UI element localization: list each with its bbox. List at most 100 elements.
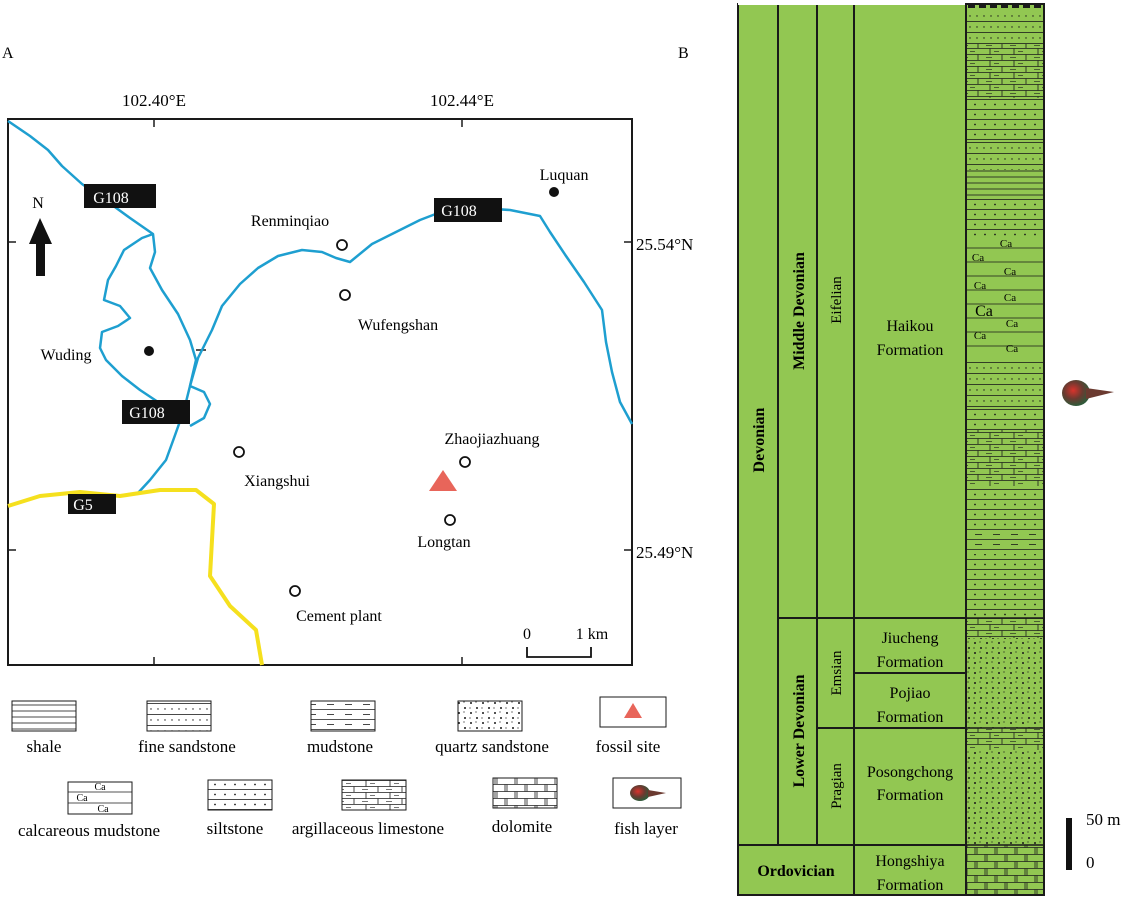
svg-text:siltstone: siltstone: [207, 819, 264, 838]
stratigraphic-table: [737, 3, 967, 896]
road-g5-line: [7, 488, 264, 666]
svg-text:Ca: Ca: [97, 804, 109, 815]
road-label-g108-north: G108: [84, 184, 156, 208]
site-marker-cement-plant: [289, 585, 301, 597]
svg-text:shale: shale: [27, 737, 62, 756]
column-scalebar: 50 m 0: [1066, 810, 1120, 872]
svg-text:Formation: Formation: [877, 342, 944, 359]
svg-text:50 m: 50 m: [1086, 810, 1120, 829]
road-label-g108-east: G108: [434, 198, 502, 222]
svg-text:Ca: Ca: [974, 330, 986, 342]
svg-text:argillaceous limestone: argillaceous limestone: [292, 819, 444, 838]
panel-label-b: B: [678, 45, 689, 62]
svg-text:Ca: Ca: [974, 280, 986, 292]
legend-mudstone: mudstone: [307, 700, 376, 756]
place-label-luquan: Luquan: [540, 167, 589, 184]
legend-siltstone: siltstone: [207, 779, 273, 838]
svg-text:Haikou: Haikou: [886, 318, 933, 335]
svg-text:N: N: [32, 195, 44, 212]
svg-text:fossil site: fossil site: [596, 737, 661, 756]
legend-argillaceous-limestone: argillaceous limestone: [292, 779, 444, 838]
svg-text:dolomite: dolomite: [492, 817, 552, 836]
svg-text:mudstone: mudstone: [307, 737, 373, 756]
longitude-label-102-44: 102.44°E: [430, 91, 494, 110]
legend-fine-sandstone: fine sandstone: [138, 700, 236, 756]
stage-label-eifelian: Eifelian: [829, 276, 845, 324]
legend-fossil-site: fossil site: [596, 696, 667, 756]
fish-layer-legend-icon: [630, 785, 666, 801]
lithology-column: Ca Ca Ca Ca Ca Ca Ca Ca Ca: [965, 3, 1045, 896]
svg-text:Ca: Ca: [1004, 292, 1016, 304]
svg-text:0: 0: [523, 626, 531, 643]
place-label-wufengshan: Wufengshan: [358, 317, 438, 334]
svg-text:G108: G108: [441, 203, 477, 220]
series-label-lower-devonian: Lower Devonian: [791, 674, 808, 787]
road-label-g108-south: G108: [122, 400, 190, 424]
site-marker-zhaojiazhuang: [459, 456, 471, 468]
formation-label-hongshiya: Hongshiya Formation: [875, 853, 944, 894]
site-marker-wufengshan: [339, 289, 351, 301]
city-marker-wuding: [144, 346, 154, 356]
lithology-calcareous-mudstone-band: Ca Ca Ca Ca Ca Ca Ca Ca Ca: [967, 238, 1043, 355]
svg-text:Ca: Ca: [1006, 343, 1018, 355]
place-label-cement-plant: Cement plant: [296, 608, 382, 625]
place-label-longtan: Longtan: [417, 534, 470, 551]
svg-text:Formation: Formation: [877, 709, 944, 726]
series-label-middle-devonian: Middle Devonian: [791, 252, 808, 370]
svg-text:Pojiao: Pojiao: [890, 685, 931, 702]
city-marker-luquan: [549, 187, 559, 197]
svg-text:Ca: Ca: [1006, 318, 1018, 330]
svg-text:0: 0: [1086, 853, 1095, 872]
svg-text:Ca: Ca: [76, 793, 88, 804]
place-label-xiangshui: Xiangshui: [244, 473, 310, 490]
road-g108-east-line: [188, 206, 634, 425]
river-west-line: [98, 232, 189, 408]
svg-text:1 km: 1 km: [576, 626, 609, 643]
latitude-label-25-49: 25.49°N: [636, 543, 693, 562]
svg-text:Formation: Formation: [877, 787, 944, 804]
map-scalebar: 0 1 km: [523, 626, 609, 658]
stage-label-pragian: Pragian: [829, 763, 845, 809]
legend-fish-layer: fish layer: [612, 777, 682, 838]
formation-label-jiucheng: Jiucheng Formation: [877, 630, 944, 671]
formation-label-pojiao: Pojiao Formation: [877, 685, 944, 726]
legend-shale: shale: [11, 700, 77, 756]
road-label-g5: G5: [68, 494, 116, 514]
svg-text:G5: G5: [73, 497, 93, 514]
svg-text:Ca: Ca: [1004, 266, 1016, 278]
latitude-label-25-54: 25.54°N: [636, 235, 693, 254]
system-label-ordovician: Ordovician: [757, 863, 834, 880]
road-g108-line: [7, 119, 198, 494]
site-marker-longtan: [444, 514, 456, 526]
svg-text:quartz sandstone: quartz sandstone: [435, 737, 549, 756]
svg-text:Posongchong: Posongchong: [867, 764, 953, 781]
svg-text:G108: G108: [129, 405, 165, 422]
legend-dolomite: dolomite: [492, 777, 558, 836]
legend-quartz-sandstone: quartz sandstone: [435, 700, 549, 756]
panel-label-a: A: [2, 45, 14, 62]
site-marker-xiangshui: [233, 446, 245, 458]
svg-text:Ca: Ca: [975, 303, 993, 320]
svg-text:Formation: Formation: [877, 654, 944, 671]
fossil-site-legend-icon: [624, 703, 642, 718]
formation-label-posongchong: Posongchong Formation: [867, 764, 953, 804]
system-label-devonian: Devonian: [751, 407, 768, 472]
stage-label-emsian: Emsian: [829, 650, 845, 695]
svg-text:fish layer: fish layer: [614, 819, 678, 838]
map-frame: [7, 118, 633, 666]
svg-text:Hongshiya: Hongshiya: [875, 853, 944, 870]
svg-text:Ca: Ca: [94, 782, 106, 793]
road-g108-wuding-branch: [189, 384, 212, 428]
fish-layer-marker-icon: [1062, 380, 1114, 406]
svg-text:Formation: Formation: [877, 877, 944, 894]
svg-text:calcareous mudstone: calcareous mudstone: [18, 821, 160, 840]
place-label-renminqiao: Renminqiao: [251, 213, 329, 230]
place-label-zhaojiazhuang: Zhaojiazhuang: [444, 431, 539, 448]
north-arrow-icon: N: [29, 195, 52, 276]
svg-text:fine sandstone: fine sandstone: [138, 737, 236, 756]
svg-text:G108: G108: [93, 190, 129, 207]
fossil-site-icon: [429, 470, 457, 491]
longitude-label-102-40: 102.40°E: [122, 91, 186, 110]
svg-text:Ca: Ca: [972, 252, 984, 264]
